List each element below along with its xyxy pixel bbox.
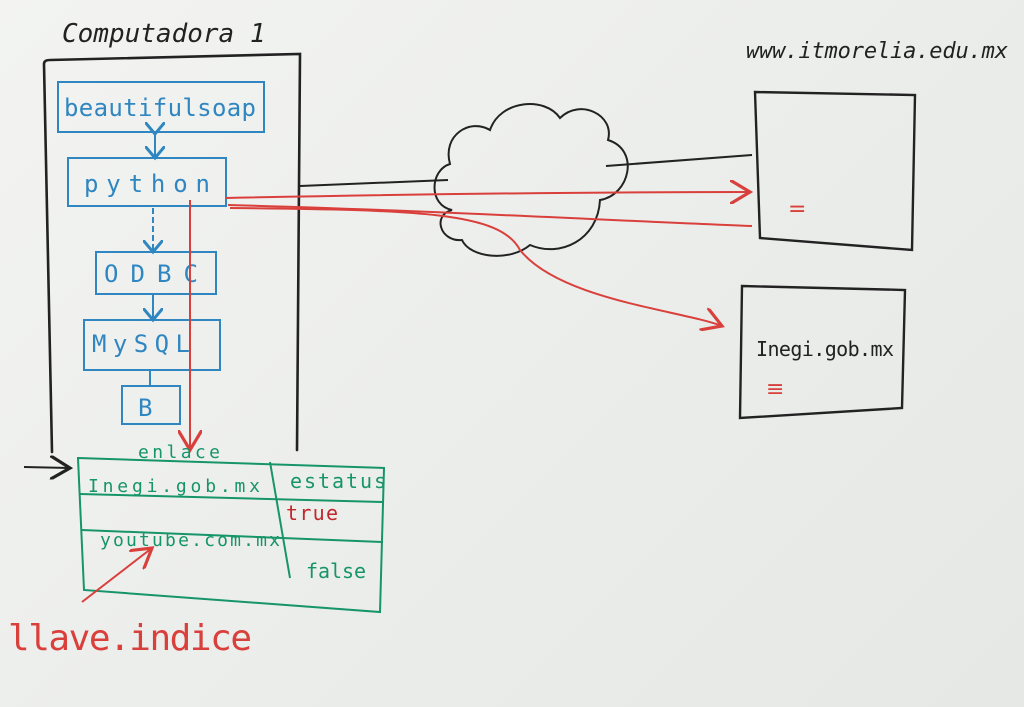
server-2-box <box>738 284 907 420</box>
server-1-mark: = <box>788 197 806 222</box>
request-arrow-3 <box>229 207 722 326</box>
table-cell-status-1: true <box>286 501 338 525</box>
server-2-mark: ≡ <box>766 377 784 402</box>
stack-label-python: python <box>84 170 210 198</box>
server-1-label: www.itmorelia.edu.mx <box>746 39 1008 64</box>
request-arrows <box>190 192 752 450</box>
computer-title: Computadora 1 <box>62 19 266 49</box>
annotation-label: llave.indice <box>8 618 252 659</box>
request-arrow-2 <box>227 204 753 227</box>
stack-label-odbc: ODBC <box>104 260 198 288</box>
computer-frame <box>42 52 302 454</box>
links-table <box>76 456 386 614</box>
request-arrow-1 <box>225 192 750 198</box>
annotation-arrow <box>81 548 152 603</box>
link-cloud-server <box>605 154 753 167</box>
table-header-status: estatus <box>290 469 386 493</box>
table-pointer-arrow <box>23 467 70 468</box>
table-cell-link-2: youtube.com.mx <box>100 530 280 551</box>
link-computer-cloud <box>299 179 449 187</box>
table-cell-link-1: Inegi.gob.mx <box>88 476 260 497</box>
server-1-box <box>753 90 917 252</box>
server-2-label: Inegi.gob.mx <box>756 337 894 361</box>
internet-cloud <box>433 103 629 257</box>
stack-label-beautifulsoap: beautifulsoap <box>64 94 256 122</box>
table-cell-status-2: false <box>306 559 366 583</box>
stack-label-mysql: MySQL <box>92 330 190 358</box>
software-stack <box>57 81 265 425</box>
stack-label-b: B <box>138 394 152 422</box>
